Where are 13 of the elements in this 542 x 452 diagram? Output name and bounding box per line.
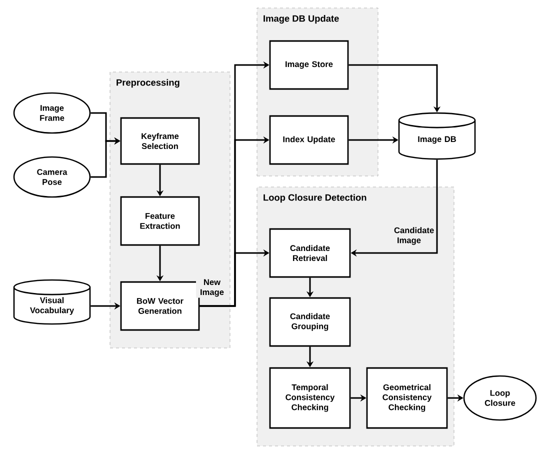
process-box: Keyframe Selection	[120, 117, 200, 165]
process-box: Image Store	[269, 40, 349, 90]
process-box: Index Update	[269, 115, 349, 165]
process-box: Geometrical Consistency Checking	[366, 367, 448, 429]
process-box: Candidate Grouping	[269, 297, 351, 347]
database-cylinder: Visual Vocabulary	[13, 279, 91, 325]
process-box: Temporal Consistency Checking	[269, 367, 351, 429]
database-cylinder: Image DB	[398, 112, 476, 160]
edge-label: Candidate Image	[393, 226, 434, 246]
edge-label: New Image	[196, 278, 228, 298]
process-box: Feature Extraction	[120, 196, 200, 246]
process-box: Candidate Retrieval	[269, 228, 351, 278]
process-box: BoW Vector Generation	[120, 281, 200, 331]
